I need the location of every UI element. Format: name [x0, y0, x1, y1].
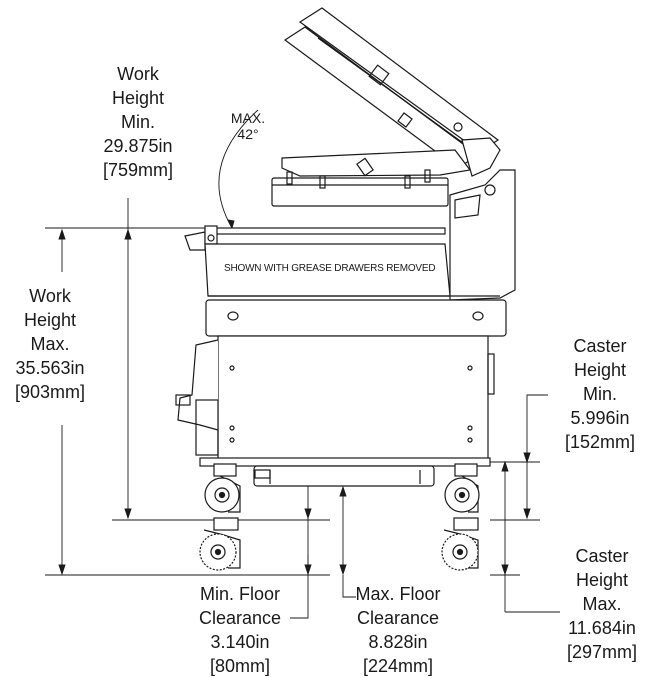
- max-floor-clearance-label: Max. Floor Clearance 8.828in [224mm]: [355, 584, 441, 676]
- griddle-lid: [283, 7, 501, 177]
- griddle-body: [175, 169, 516, 487]
- dimension-lines: [45, 109, 560, 619]
- min-floor-clearance-label: Min. Floor Clearance 3.140in [80mm]: [198, 584, 282, 676]
- caster-height-min-label: Caster Height Min. 5.996in [152mm]: [564, 336, 636, 452]
- max-angle-label: MAX. 42°: [230, 110, 266, 142]
- caster-upper-left: [204, 463, 241, 513]
- caster-lower-right: [441, 517, 479, 571]
- grease-drawer-note: SHOWN WITH GREASE DRAWERS REMOVED: [224, 263, 436, 274]
- work-height-max-label: Work Height Max. 35.563in [903mm]: [14, 286, 86, 402]
- upper-platen: [271, 149, 472, 207]
- caster-upper-right: [444, 463, 480, 513]
- caster-height-max-label: Caster Height Max. 11.684in [297mm]: [566, 546, 638, 662]
- work-height-min-label: Work Height Min. 29.875in [759mm]: [102, 64, 174, 180]
- caster-lower-left: [199, 517, 241, 571]
